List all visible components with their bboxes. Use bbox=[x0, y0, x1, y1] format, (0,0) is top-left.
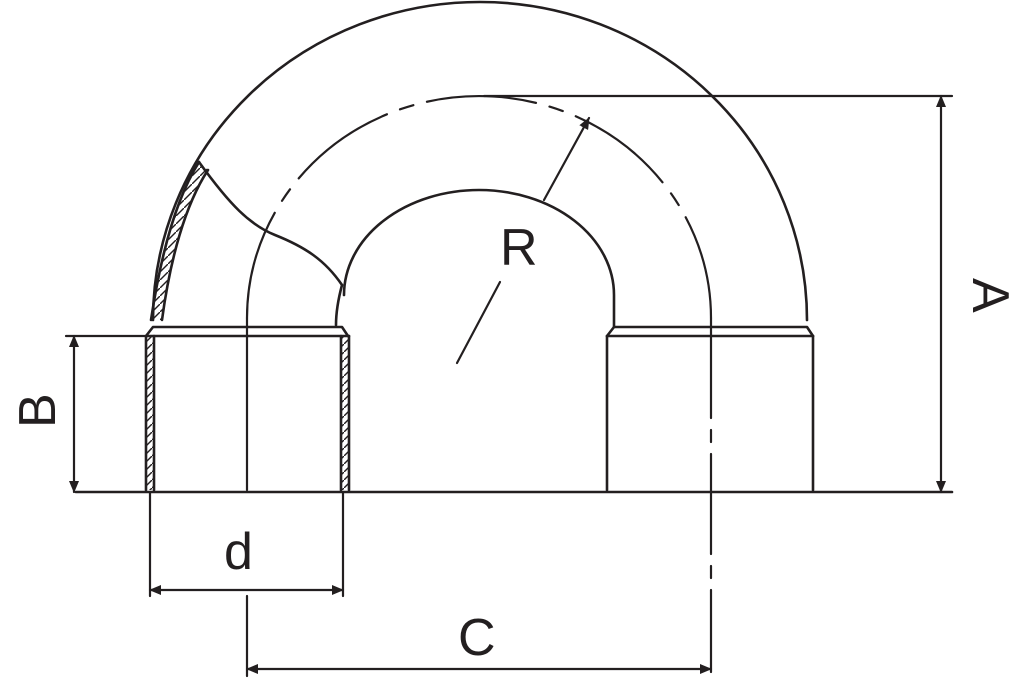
label-c: C bbox=[458, 609, 496, 667]
bend-wall-hatch bbox=[151, 162, 208, 320]
outer-bend-arc bbox=[151, 0, 809, 322]
section-cut-line bbox=[197, 160, 344, 287]
radius-leader bbox=[542, 116, 591, 202]
section-wall-inner bbox=[334, 283, 344, 327]
section-wall-left-inner bbox=[160, 168, 210, 322]
label-d: d bbox=[224, 523, 253, 581]
label-r: R bbox=[500, 219, 538, 277]
inner-bend-arc bbox=[342, 188, 616, 329]
label-b: B bbox=[9, 393, 67, 428]
radius-leader-lower bbox=[455, 280, 502, 365]
label-a: A bbox=[961, 278, 1019, 313]
left-wall-hatch bbox=[146, 336, 154, 490]
centerline-arc bbox=[245, 94, 713, 320]
right-wall-hatch bbox=[341, 336, 349, 490]
